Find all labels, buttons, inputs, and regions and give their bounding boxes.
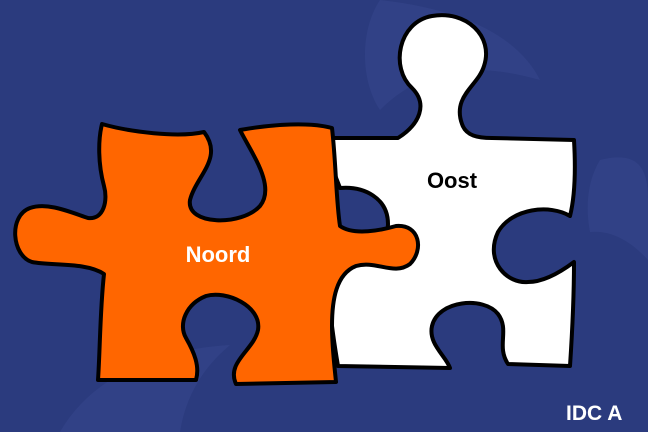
noord-label: Noord bbox=[186, 242, 251, 267]
oost-label: Oost bbox=[427, 168, 478, 193]
background-swoosh bbox=[587, 157, 648, 260]
footer-text: IDC A bbox=[566, 402, 623, 425]
orange-puzzle-piece bbox=[13, 122, 420, 386]
